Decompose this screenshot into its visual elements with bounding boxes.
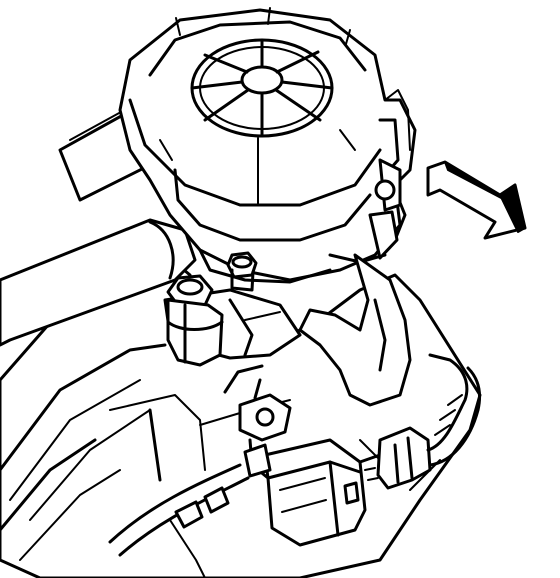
outlet-hose — [298, 158, 412, 407]
mounting-bolt — [166, 274, 224, 367]
mounting-bolt-top — [226, 251, 258, 292]
wiring-harness — [108, 353, 482, 578]
direction-arrow-icon — [426, 160, 527, 240]
pump-cover-fan-guard — [159, 7, 356, 206]
electrical-connector — [238, 378, 367, 547]
